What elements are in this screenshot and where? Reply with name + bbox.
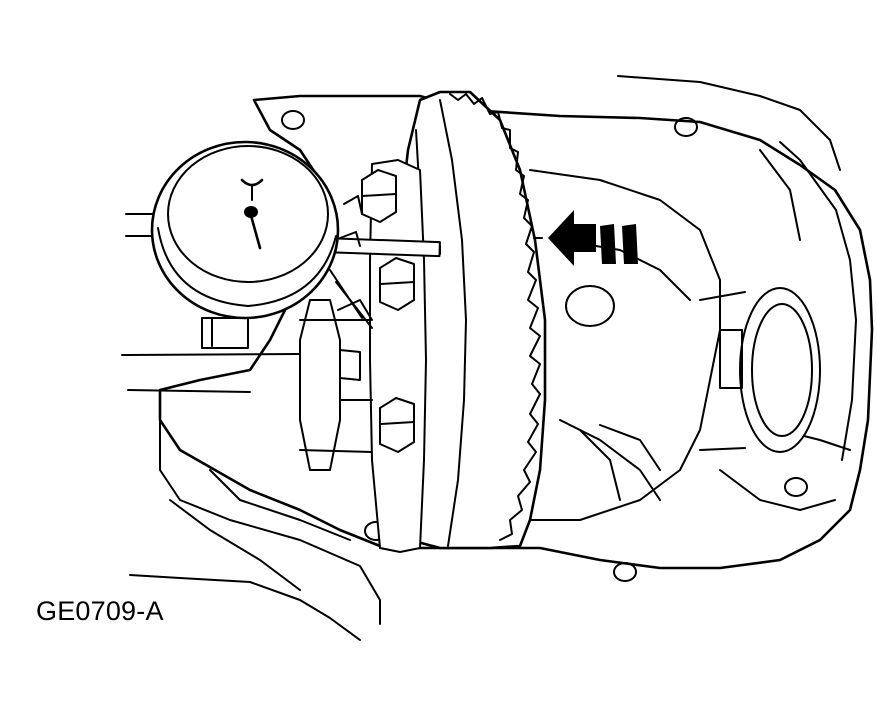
case-flange — [299, 159, 427, 553]
direction-arrow-icon — [533, 210, 638, 266]
dial-indicator-icon — [150, 140, 441, 349]
differential-case — [529, 169, 821, 521]
carrier-housing — [121, 75, 874, 641]
figure-code-label: GE0709-A — [36, 596, 164, 626]
